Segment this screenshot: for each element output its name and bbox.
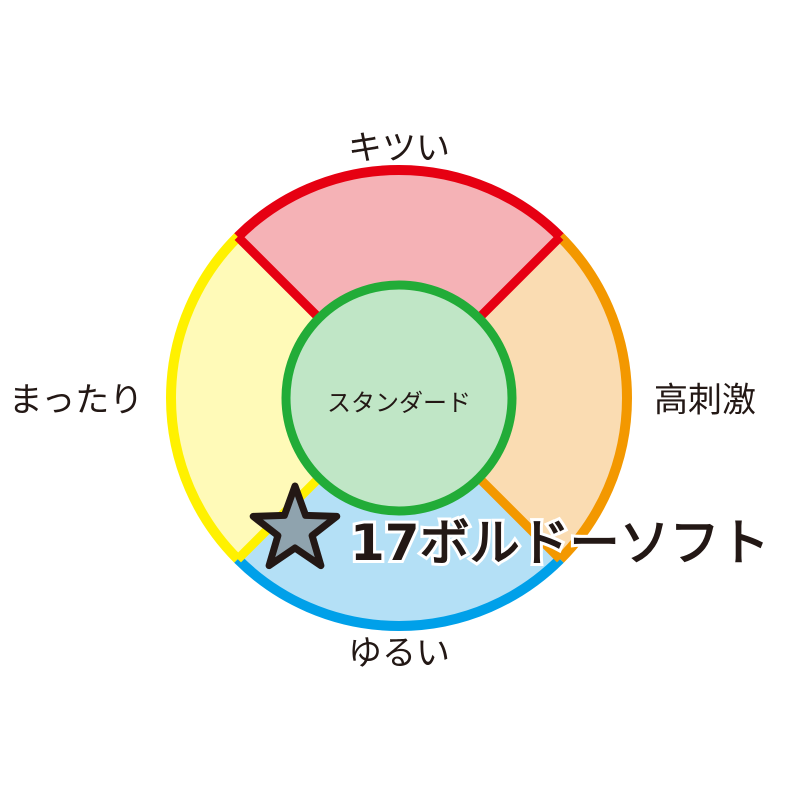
sector-arc-right [556, 233, 632, 563]
divider-line [234, 233, 325, 324]
label-left: まったり [9, 381, 144, 421]
divider-line [473, 472, 564, 563]
sector-arc-top [234, 165, 564, 241]
product-label: 17ボルドーソフト [350, 514, 770, 572]
label-right: 高刺激 [654, 381, 756, 421]
sector-arc-bottom [234, 555, 564, 631]
divider-line [473, 233, 564, 324]
sector-arc-left [166, 233, 242, 563]
label-center: スタンダード [327, 389, 471, 417]
center-circle [281, 280, 517, 516]
star-icon [249, 482, 341, 570]
label-bottom: ゆるい [348, 634, 450, 674]
label-top: キツい [348, 129, 450, 169]
